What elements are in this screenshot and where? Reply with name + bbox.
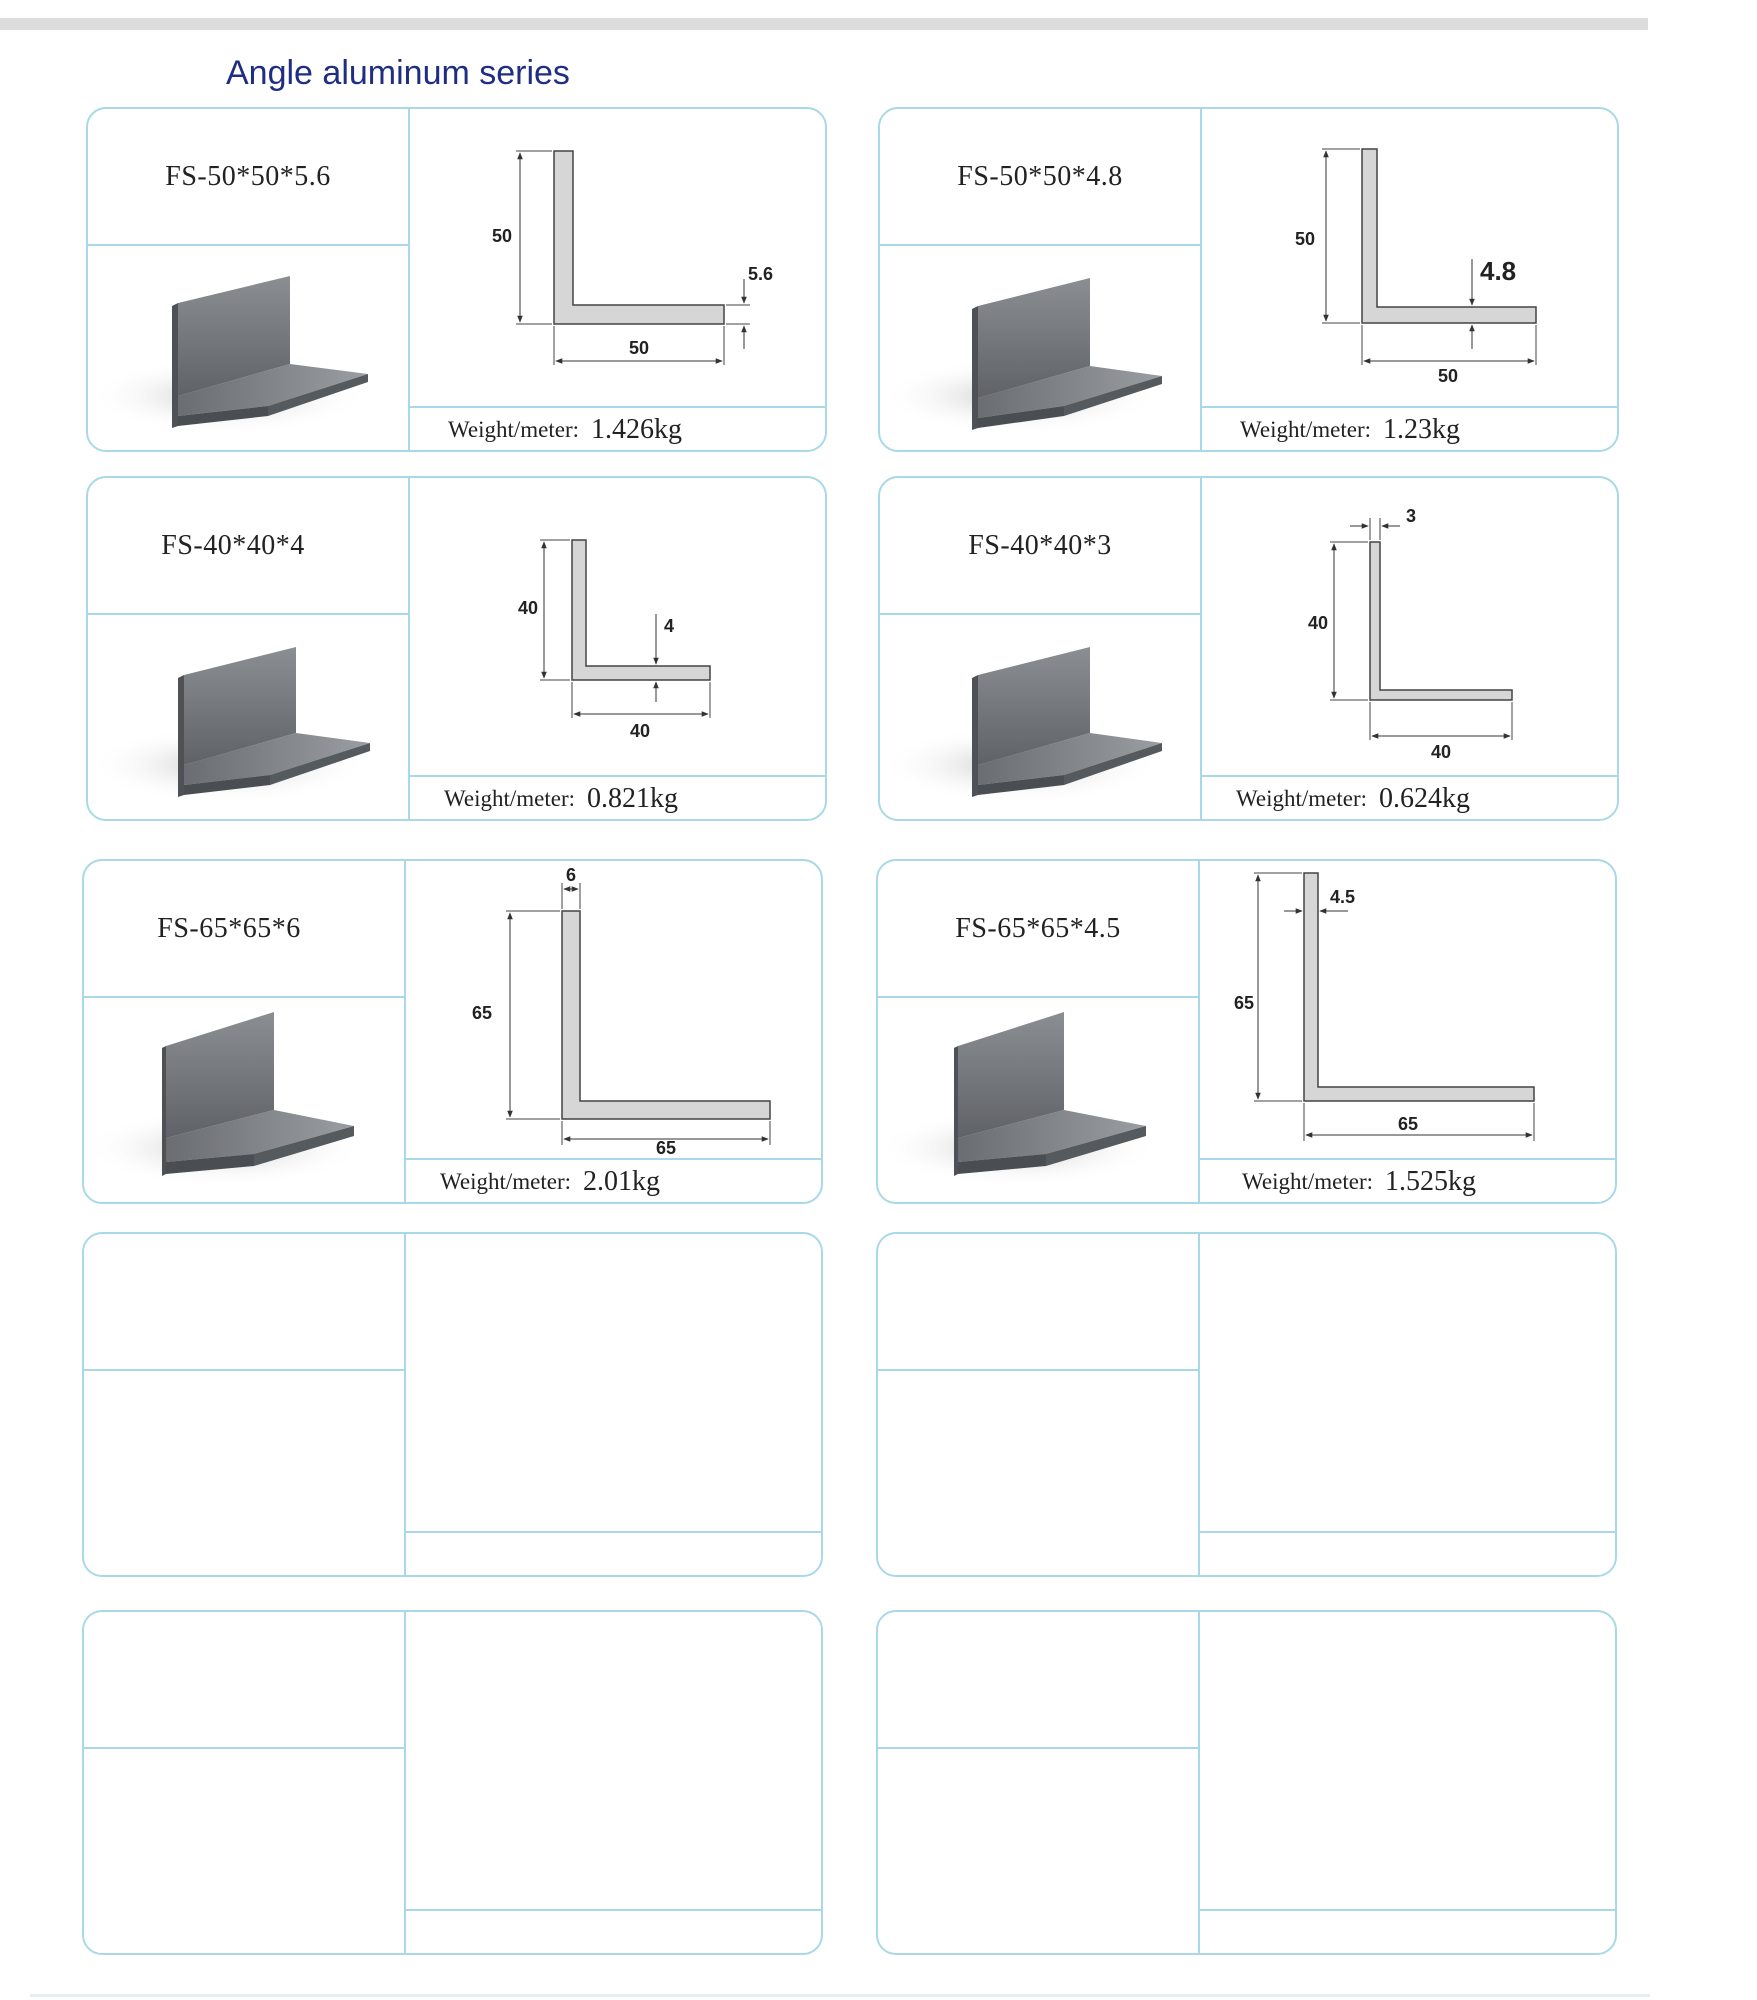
weight-label: Weight/meter: (1242, 1169, 1373, 1194)
dimension-drawing: 50 50 5.6 (492, 150, 773, 365)
product-card: FS-40*40*3 40 40 3 Weight/meter: 0.624kg (878, 476, 1619, 821)
weight-label: Weight/meter: (1240, 417, 1371, 442)
angle-photo (84, 1012, 364, 1186)
model-name: FS-65*65*6 (157, 912, 301, 944)
angle-photo (88, 647, 370, 803)
weight-value: 0.821kg (587, 783, 678, 814)
thickness-label: 4.5 (1330, 887, 1355, 907)
width-label: 40 (630, 721, 650, 741)
angle-photo (880, 647, 1162, 803)
angle-photo (88, 276, 368, 434)
width-label: 65 (656, 1138, 676, 1158)
product-card: FS-40*40*4 40 40 4 Weight/meter: 0.821kg (86, 476, 827, 821)
product-card: FS-50*50*5.6 50 50 5.6 Weight/meter: 1.4… (86, 107, 827, 452)
angle-photo (878, 1012, 1158, 1186)
model-name: FS-50*50*4.8 (957, 160, 1123, 192)
bottom-rule (30, 1994, 1650, 1997)
thickness-label: 4 (664, 616, 674, 636)
model-name: FS-50*50*5.6 (165, 160, 331, 192)
height-label: 50 (1295, 229, 1315, 249)
empty-card (876, 1610, 1617, 1955)
height-label: 50 (492, 226, 512, 246)
weight-value: 2.01kg (583, 1166, 660, 1197)
weight-value: 1.525kg (1385, 1166, 1476, 1197)
height-label: 40 (1308, 613, 1328, 633)
thickness-label: 3 (1406, 506, 1416, 526)
empty-card (876, 1232, 1617, 1577)
product-card: FS-50*50*4.8 50 50 4.8 Weight/meter: 1.2… (878, 107, 1619, 452)
weight-row: Weight/meter: 2.01kg (406, 1160, 821, 1202)
weight-row: Weight/meter: 1.426kg (410, 408, 825, 450)
weight-value: 1.23kg (1383, 414, 1460, 445)
height-label: 65 (1234, 993, 1254, 1013)
weight-row: Weight/meter: 1.525kg (1200, 1160, 1615, 1202)
dimension-drawing: 40 40 3 (1308, 506, 1513, 762)
top-bar (0, 18, 1648, 30)
weight-value: 1.426kg (591, 414, 682, 445)
dimension-drawing: 40 40 4 (518, 539, 711, 741)
angle-photo (880, 278, 1162, 434)
dimension-drawing: 65 65 6 (472, 865, 771, 1158)
weight-label: Weight/meter: (440, 1169, 571, 1194)
thickness-label: 4.8 (1480, 256, 1516, 286)
model-name: FS-40*40*3 (968, 529, 1112, 561)
model-name: FS-40*40*4 (161, 529, 305, 561)
product-card: FS-65*65*4.5 65 65 4.5 Weight/meter: 1.5… (876, 859, 1617, 1204)
dimension-drawing: 50 50 4.8 (1295, 148, 1537, 386)
model-name: FS-65*65*4.5 (955, 912, 1121, 944)
dimension-drawing: 65 65 4.5 (1234, 872, 1535, 1141)
weight-label: Weight/meter: (1236, 786, 1367, 811)
thickness-label: 6 (566, 865, 576, 885)
page-title: Angle aluminum series (226, 54, 570, 92)
width-label: 50 (629, 338, 649, 358)
weight-label: Weight/meter: (444, 786, 575, 811)
weight-row: Weight/meter: 0.821kg (410, 777, 825, 819)
height-label: 40 (518, 598, 538, 618)
thickness-label: 5.6 (748, 264, 773, 284)
weight-label: Weight/meter: (448, 417, 579, 442)
width-label: 40 (1431, 742, 1451, 762)
weight-value: 0.624kg (1379, 783, 1470, 814)
product-card: FS-65*65*6 65 65 6 Weight/meter: 2.01kg (82, 859, 823, 1204)
width-label: 50 (1438, 366, 1458, 386)
height-label: 65 (472, 1003, 492, 1023)
weight-row: Weight/meter: 1.23kg (1202, 408, 1617, 450)
width-label: 65 (1398, 1114, 1418, 1134)
empty-card (82, 1610, 823, 1955)
weight-row: Weight/meter: 0.624kg (1202, 777, 1617, 819)
empty-card (82, 1232, 823, 1577)
